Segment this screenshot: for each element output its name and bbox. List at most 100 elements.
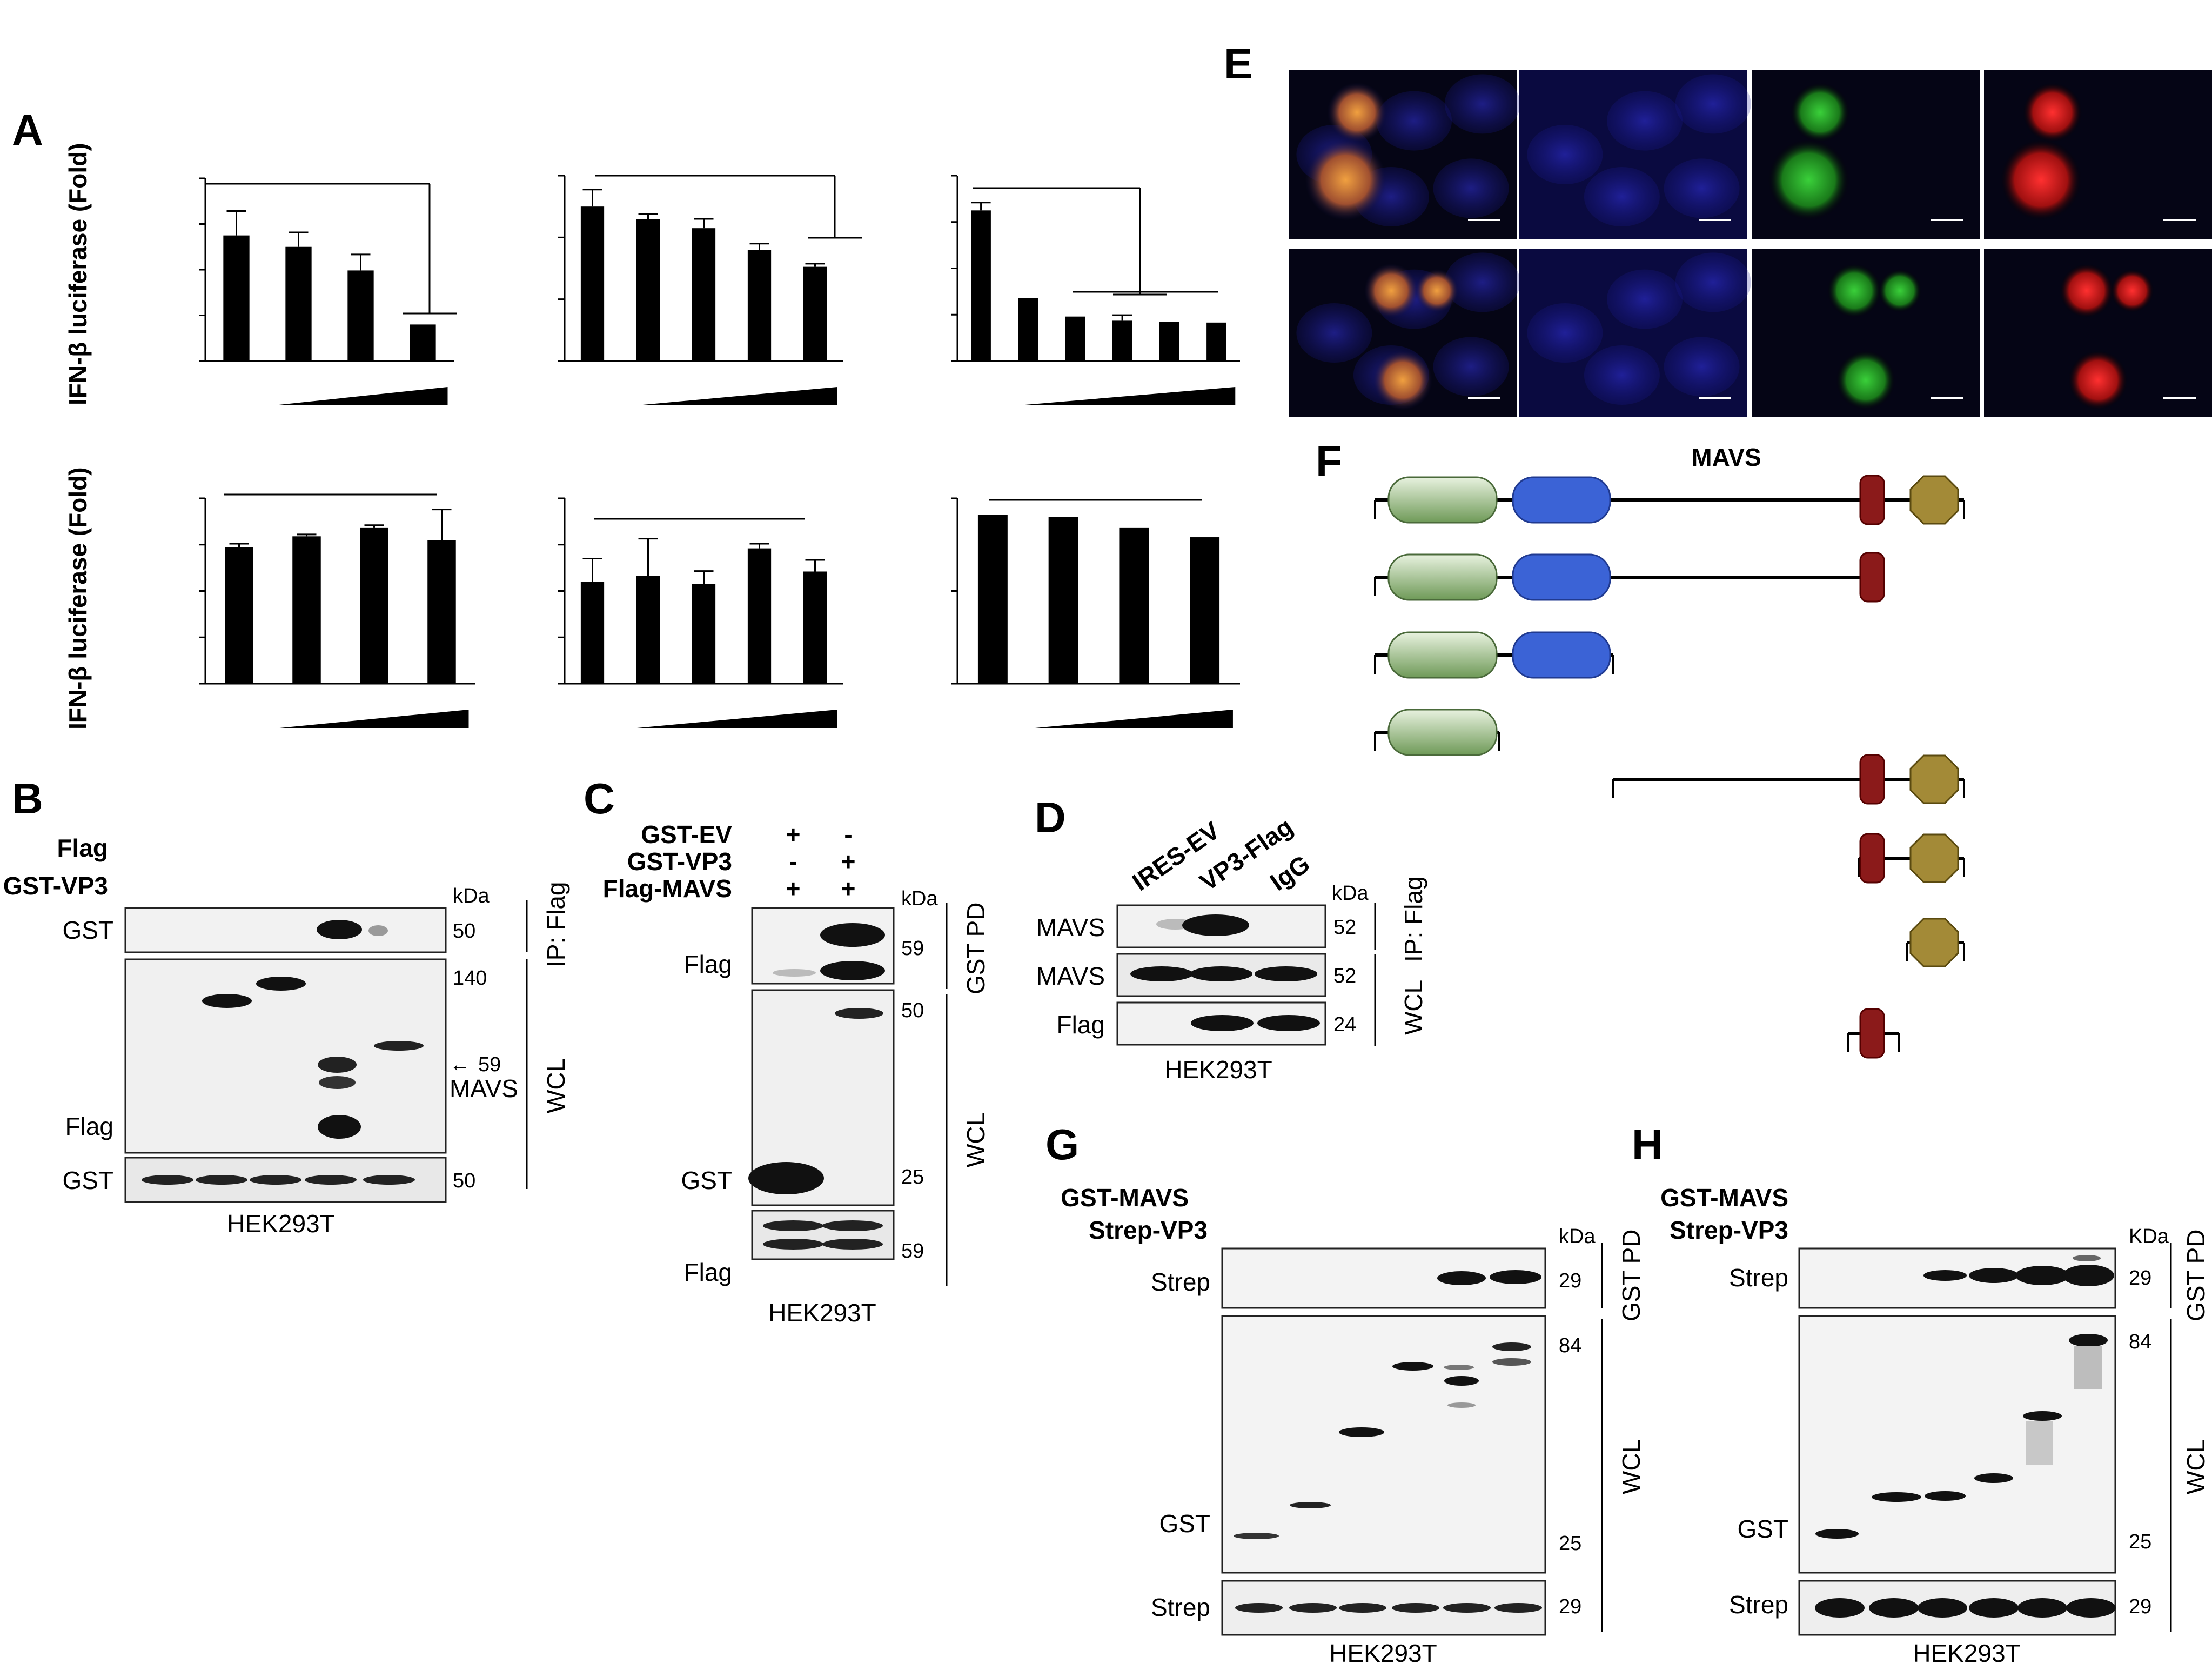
tm-domain — [1909, 754, 1959, 804]
band — [2069, 1334, 2108, 1347]
micro-image — [1519, 70, 1751, 239]
blot-wcl-flag — [751, 1210, 895, 1260]
nucleus — [1527, 125, 1603, 184]
band — [822, 1220, 883, 1231]
panel-e: E — [1224, 39, 2212, 417]
band — [1492, 1342, 1531, 1351]
blot-label-flag: Flag — [684, 1258, 732, 1286]
cell-signal — [1836, 350, 1895, 410]
blot-wcl-flag — [124, 958, 447, 1154]
t-domain — [1859, 1008, 1885, 1059]
tm-domain — [1909, 475, 1959, 525]
cell-signal — [1790, 83, 1850, 142]
dose-wedge — [1018, 387, 1236, 405]
band — [1290, 1502, 1331, 1508]
nucleus — [1433, 158, 1509, 218]
band — [1289, 1603, 1337, 1613]
band — [1392, 1362, 1433, 1371]
section-wcl: WCL — [962, 1112, 990, 1167]
bar — [747, 548, 772, 684]
band — [1392, 1603, 1439, 1613]
marker-24: 24 — [1333, 1013, 1356, 1036]
marker-25: 25 — [901, 1166, 924, 1188]
bar — [1065, 316, 1085, 361]
cell-line-label: HEK293T — [1164, 1056, 1272, 1084]
marker-29: 29 — [1559, 1270, 1581, 1292]
gst-ev-label: GST-EV — [641, 820, 732, 849]
bar-chart-4 — [558, 497, 843, 728]
construct-row — [1858, 833, 1965, 884]
band — [2062, 1265, 2114, 1286]
bar — [1112, 320, 1132, 361]
panel-letter-e: E — [1224, 39, 1252, 88]
bar — [292, 536, 321, 684]
bar-charts — [199, 175, 1240, 728]
cell-signal — [1768, 139, 1849, 221]
dose-wedge — [279, 710, 469, 728]
nucleus — [1444, 252, 1520, 312]
tm-domain — [1909, 918, 1959, 967]
blot-label-strep: Strep — [1151, 1593, 1210, 1621]
dose-wedge — [273, 387, 448, 405]
bar — [1206, 322, 1226, 361]
kda-label: kDa — [453, 885, 490, 907]
bands — [1815, 1598, 2116, 1618]
cell-signal — [1305, 139, 1386, 221]
cell-signal — [1327, 83, 1387, 142]
band — [1437, 1271, 1486, 1285]
cell-signal — [2110, 269, 2154, 312]
band — [763, 1220, 823, 1231]
blot-label-gst: GST — [62, 1166, 113, 1194]
marker-52: 52 — [1333, 965, 1356, 987]
band — [835, 1008, 883, 1019]
band — [202, 994, 252, 1008]
dose-wedge — [636, 387, 837, 405]
section-ip-flag: IP: Flag — [542, 881, 570, 967]
pro-domain — [1512, 631, 1611, 679]
blot-label-strep: Strep — [1151, 1268, 1210, 1296]
blot-wcl-gst — [1798, 1315, 2116, 1574]
band — [820, 923, 885, 947]
smear — [2026, 1421, 2053, 1465]
bar-chart-0 — [199, 177, 457, 405]
construct-row — [1847, 1008, 1900, 1059]
gst-vp3-label: GST-VP3 — [627, 847, 732, 876]
panel-letter-f: F — [1316, 437, 1342, 485]
band — [1130, 966, 1193, 981]
section-ip-flag: IP: Flag — [1399, 876, 1427, 962]
pro-domain — [1512, 553, 1611, 601]
t-domain — [1859, 833, 1885, 884]
band — [1815, 1598, 1865, 1618]
marker-mavs: MAVS — [450, 1074, 518, 1103]
nucleus — [1376, 91, 1452, 151]
bar — [971, 210, 991, 361]
strep-vp3-label: Strep-VP3 — [1670, 1216, 1788, 1244]
t-domain — [1859, 754, 1885, 805]
kda-label: kDa — [901, 887, 938, 910]
panel-a: A IFN-β luciferase (Fold) IFN-β lucifera… — [12, 106, 1240, 730]
kda-label: kDa — [1332, 882, 1369, 905]
panel-letter-b: B — [12, 774, 43, 823]
band — [2017, 1598, 2067, 1618]
card-domain — [1387, 476, 1498, 524]
marker-59: 59 — [478, 1053, 501, 1076]
construct-row — [1374, 709, 1500, 756]
gst-mavs-label: GST-MAVS — [1061, 1184, 1189, 1212]
marker-50: 50 — [901, 999, 924, 1022]
blot-label-flag: Flag — [1057, 1011, 1105, 1039]
band — [763, 1239, 823, 1250]
marker-59: 59 — [901, 937, 924, 960]
bar — [285, 246, 312, 361]
nucleus — [1664, 158, 1740, 218]
arrow-icon: ← — [450, 1053, 470, 1076]
cell-signal — [2059, 264, 2114, 318]
mavs-title: MAVS — [1691, 443, 1761, 471]
band — [1869, 1598, 1919, 1618]
pro-domain — [1512, 476, 1611, 524]
lane-igg: IgG — [1265, 850, 1315, 897]
bar — [1048, 517, 1078, 684]
cell-signal — [2022, 83, 2082, 142]
blot-label-gst: GST — [1737, 1515, 1788, 1543]
bar — [410, 324, 436, 361]
panel-b: B Flag GST-VP3 kDa GST Flag GST 50 140 ←… — [3, 774, 570, 1238]
